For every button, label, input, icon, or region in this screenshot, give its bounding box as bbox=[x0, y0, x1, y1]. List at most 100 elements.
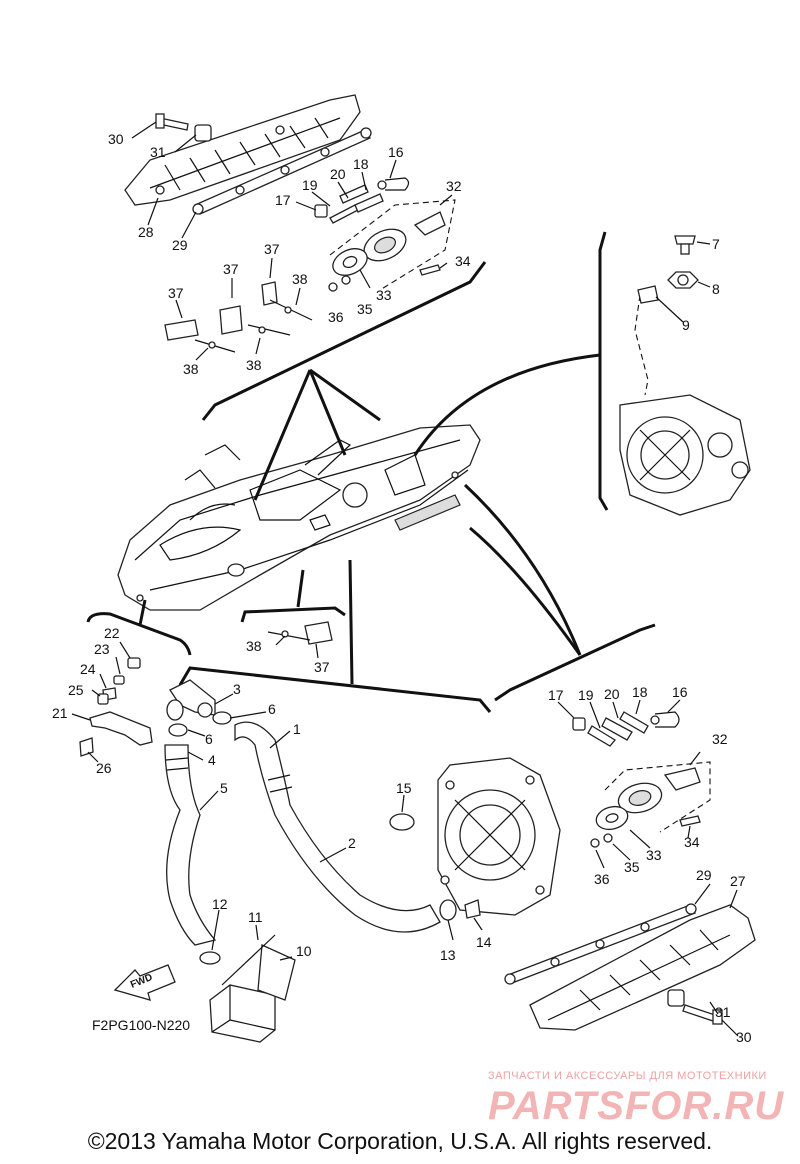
callout-5: 5 bbox=[220, 780, 228, 796]
callout-15: 15 bbox=[396, 780, 412, 796]
clips-37-38-top bbox=[164, 281, 313, 353]
nut-22 bbox=[127, 657, 141, 669]
callout-35: 35 bbox=[624, 859, 640, 875]
washer-35-mid bbox=[603, 833, 613, 843]
grille-27 bbox=[529, 904, 756, 1031]
callout-34: 34 bbox=[455, 253, 471, 269]
callout-29: 29 bbox=[696, 867, 712, 883]
callout-20: 20 bbox=[330, 166, 346, 182]
callout-3: 3 bbox=[233, 681, 241, 697]
bracket-21 bbox=[89, 711, 153, 746]
callout-19: 19 bbox=[302, 177, 318, 193]
collar-31-bottom bbox=[667, 989, 685, 1007]
callout-37: 37 bbox=[314, 659, 330, 675]
callout-1: 1 bbox=[293, 721, 301, 737]
callout-17: 17 bbox=[548, 687, 564, 703]
jet-housing-center bbox=[437, 757, 561, 916]
bolt-30-bottom bbox=[682, 1004, 723, 1025]
rail-29-top bbox=[192, 127, 372, 215]
copyright-notice: ©2013 Yamaha Motor Corporation, U.S.A. A… bbox=[87, 1128, 713, 1154]
screw-34-top bbox=[419, 264, 441, 276]
callout-32: 32 bbox=[712, 731, 728, 747]
washer-35-top bbox=[341, 275, 351, 285]
hose-5 bbox=[164, 744, 217, 946]
clamp-12 bbox=[199, 951, 221, 965]
screw-25 bbox=[97, 693, 109, 705]
callout-2: 2 bbox=[348, 835, 356, 851]
fastener-group-mid bbox=[572, 711, 680, 747]
drain-plug-assembly-32-top bbox=[363, 211, 446, 262]
nut-8 bbox=[667, 271, 699, 289]
bolt-30-top bbox=[155, 113, 189, 131]
callout-37: 37 bbox=[168, 285, 184, 301]
nut-36-top bbox=[328, 282, 338, 292]
callout-37: 37 bbox=[264, 241, 280, 257]
callout-33: 33 bbox=[646, 847, 662, 863]
callout-9: 9 bbox=[682, 317, 690, 333]
callout-25: 25 bbox=[68, 682, 84, 698]
hose-1-2 bbox=[234, 721, 441, 933]
callout-24: 24 bbox=[80, 661, 96, 677]
screw-34-mid bbox=[679, 815, 701, 827]
drain-plug-assembly-32-mid bbox=[617, 767, 701, 814]
watermark-tagline: ЗАПЧАСТИ И АКСЕССУАРЫ ДЛЯ МОТОТЕХНИКИ bbox=[488, 1070, 767, 1082]
callout-23: 23 bbox=[94, 641, 110, 657]
callout-27: 27 bbox=[730, 873, 746, 889]
callout-18: 18 bbox=[353, 156, 369, 172]
clip-9 bbox=[637, 285, 659, 304]
callout-13: 13 bbox=[440, 947, 456, 963]
callout-7: 7 bbox=[712, 236, 720, 252]
fastener-group-top bbox=[314, 177, 410, 224]
jet-housing-right bbox=[619, 394, 751, 516]
callout-28: 28 bbox=[138, 224, 154, 240]
nut-36-mid bbox=[590, 838, 600, 848]
bolt-7 bbox=[674, 235, 696, 255]
callout-17: 17 bbox=[275, 192, 291, 208]
callout-22: 22 bbox=[104, 625, 120, 641]
callout-labels: 30 31 28 29 16 18 20 19 17 32 34 33 35 3… bbox=[52, 131, 752, 1045]
callout-32: 32 bbox=[446, 178, 462, 194]
callout-34: 34 bbox=[684, 834, 700, 850]
callout-18: 18 bbox=[632, 684, 648, 700]
callout-36: 36 bbox=[594, 871, 610, 887]
clamp-13-14 bbox=[439, 899, 481, 921]
callout-12: 12 bbox=[212, 896, 228, 912]
clip-37-38-mid bbox=[267, 621, 333, 645]
callout-29: 29 bbox=[172, 237, 188, 253]
watermark-logo: PARTSFOR.RU bbox=[488, 1084, 785, 1128]
callout-16: 16 bbox=[672, 684, 688, 700]
callout-31: 31 bbox=[150, 144, 166, 160]
callout-20: 20 bbox=[604, 686, 620, 702]
gasket-33-top bbox=[332, 248, 368, 276]
bolt-26 bbox=[79, 737, 94, 757]
callout-38: 38 bbox=[183, 361, 199, 377]
callout-38: 38 bbox=[292, 271, 308, 287]
callout-6: 6 bbox=[268, 701, 276, 717]
rail-29-bottom bbox=[504, 903, 697, 985]
callout-16: 16 bbox=[388, 144, 404, 160]
figure-code: F2PG100-N220 bbox=[92, 1017, 190, 1033]
callout-19: 19 bbox=[578, 687, 594, 703]
fwd-arrow-icon bbox=[113, 964, 176, 1001]
screw-11 bbox=[221, 934, 276, 986]
callout-30: 30 bbox=[736, 1029, 752, 1045]
callout-21: 21 bbox=[52, 705, 68, 721]
callout-31: 31 bbox=[715, 1004, 731, 1020]
pipe-joint-3 bbox=[166, 679, 216, 721]
callout-14: 14 bbox=[476, 934, 492, 950]
callout-36: 36 bbox=[328, 309, 344, 325]
callout-33: 33 bbox=[376, 287, 392, 303]
callout-10: 10 bbox=[296, 943, 312, 959]
callout-4: 4 bbox=[208, 752, 216, 768]
callout-30: 30 bbox=[108, 131, 124, 147]
callout-8: 8 bbox=[712, 281, 720, 297]
callout-38: 38 bbox=[246, 357, 262, 373]
watercraft-hull bbox=[117, 424, 481, 611]
callout-38: 38 bbox=[246, 638, 262, 654]
callout-35: 35 bbox=[357, 301, 373, 317]
callout-6: 6 bbox=[205, 731, 213, 747]
washer-23 bbox=[113, 675, 125, 685]
gasket-33-mid bbox=[595, 805, 629, 831]
callout-37: 37 bbox=[223, 261, 239, 277]
